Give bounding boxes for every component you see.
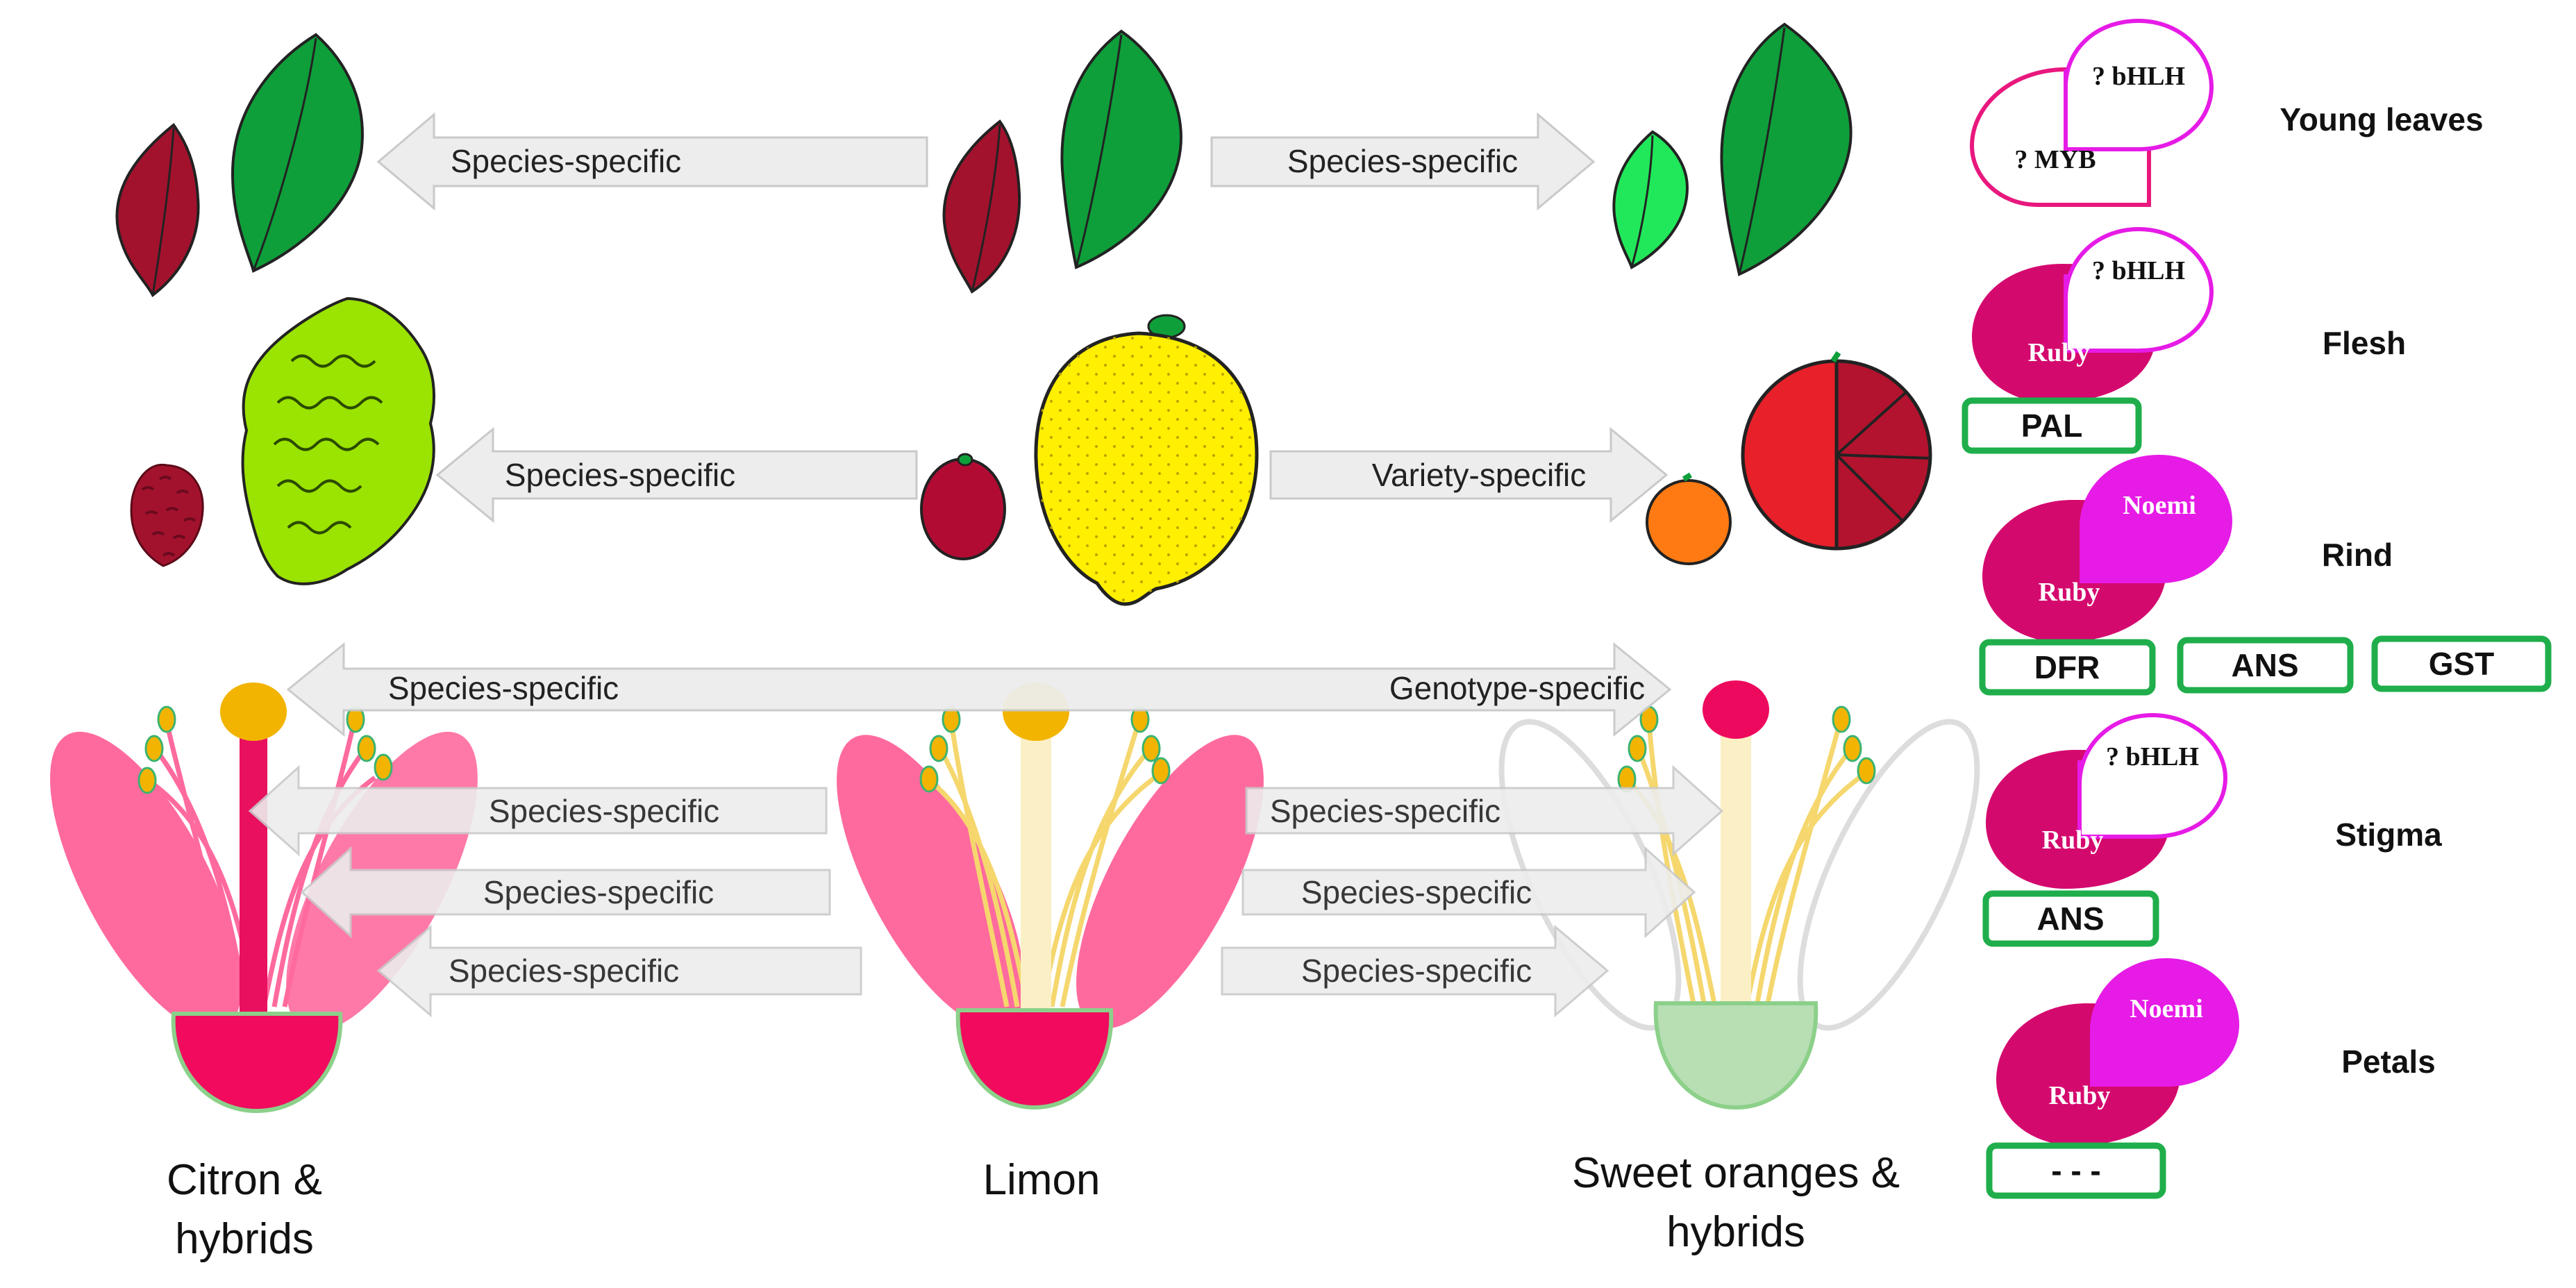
caption-limon: Limon [983, 1156, 1101, 1204]
petals-tissue: Petals [2341, 1044, 2436, 1080]
caption-citron-line2: hybrids [175, 1215, 314, 1263]
flesh-gene-pal: PAL [2021, 408, 2083, 444]
petals-tf-top: Noemi [2130, 994, 2203, 1023]
rind-tissue: Rind [2322, 537, 2393, 573]
petal-left-label: Species-specific [449, 953, 679, 989]
sweet-orange-flower [1498, 680, 1980, 1110]
stigma-tf-bottom: Ruby [2042, 826, 2104, 855]
caption-sweet-line1: Sweet oranges & [1572, 1149, 1900, 1197]
stamen-right-arrow: Species-specific [1245, 764, 1724, 857]
rind-gene-ans-box [2177, 637, 2354, 694]
young-leaves-tf-top: ? bHLH [2092, 62, 2185, 91]
fruit-right-arrow-label: Variety-specific [1372, 457, 1586, 493]
rind-gene-dfr: DFR [2034, 649, 2100, 685]
citron-green-leaf [231, 33, 364, 273]
panel-stigma: ? bHLH Ruby Stigma ANS [1982, 712, 2442, 947]
panel-young-leaves: ? bHLH ? MYB Young leaves [1969, 18, 2484, 207]
citron-small-red-fruit [130, 463, 204, 567]
petals-tf-bottom: Ruby [2049, 1081, 2111, 1110]
stigma-arrow: Species-specific Genotype-specific [286, 642, 1672, 737]
citron-fruit [241, 296, 435, 585]
flower-row: Species-specific Genotype-specific Speci… [50, 642, 1980, 1114]
fruit-left-arrow: Species-specific [435, 426, 918, 524]
young-leaves-tissue: Young leaves [2280, 101, 2483, 137]
style-left-arrow: Species-specific [300, 846, 831, 939]
leaves-left-arrow-label: Species-specific [451, 143, 681, 179]
limon-small-red-fruit [920, 453, 1006, 560]
fruit-right-arrow: Variety-specific [1269, 426, 1668, 524]
petal-right-label: Species-specific [1301, 953, 1532, 989]
rind-tf-bottom: Ruby [2039, 578, 2100, 607]
flesh-gene-pal-box [1962, 397, 2142, 454]
stigma-tissue: Stigma [2335, 817, 2442, 853]
leaves-row: Species-specific Species-specific [115, 22, 1852, 298]
stamen-right-label: Species-specific [1270, 793, 1500, 829]
rind-gene-gst-box [2371, 635, 2552, 692]
rind-gene-ans: ANS [2231, 647, 2298, 683]
fruit-left-arrow-label: Species-specific [505, 457, 735, 493]
rind-tf-top: Noemi [2123, 491, 2196, 520]
stamen-left-arrow: Species-specific [248, 764, 828, 857]
sweet-green-leaf [1720, 22, 1852, 276]
style-left-label: Species-specific [483, 874, 714, 910]
fruit-row: Species-specific Variety-specific [130, 296, 1932, 606]
stigma-left-label: Species-specific [388, 670, 619, 706]
citron-red-leaf [115, 123, 200, 298]
sweet-light-green-leaf [1612, 130, 1689, 269]
style-right-label: Species-specific [1301, 874, 1532, 910]
limon-red-leaf [942, 119, 1021, 294]
petal-right-arrow: Species-specific [1221, 924, 1609, 1018]
panel-petals: Noemi Ruby Petals - - - [1986, 958, 2436, 1199]
stigma-right-label: Genotype-specific [1389, 670, 1645, 706]
style-right-arrow: Species-specific [1241, 846, 1696, 939]
stamen-left-label: Species-specific [489, 793, 719, 829]
rind-gene-gst: GST [2429, 646, 2495, 682]
panel-flesh: ? bHLH Ruby Flesh PAL [1962, 226, 2406, 454]
petal-left-arrow: Species-specific [376, 924, 862, 1018]
limon-flower [837, 683, 1264, 1110]
leaves-right-arrow: Species-specific [1210, 112, 1596, 211]
flesh-tissue: Flesh [2323, 325, 2406, 361]
stigma-gene-ans-box [1982, 890, 2159, 947]
caption-citron-line1: Citron & [167, 1156, 322, 1204]
leaves-right-arrow-label: Species-specific [1287, 143, 1518, 179]
stigma-gene-ans: ANS [2036, 901, 2104, 937]
petals-gene-none-box [1986, 1142, 2166, 1199]
rind-gene-dfr-box [1979, 639, 2156, 696]
blood-orange-fruit [1741, 351, 1932, 551]
stigma-tf-top: ? bHLH [2106, 742, 2199, 771]
leaves-left-arrow: Species-specific [376, 112, 928, 211]
lemon-fruit [1034, 314, 1259, 606]
species-captions: Citron & hybrids Limon Sweet oranges & h… [167, 1149, 1900, 1263]
flesh-tf-bottom: Ruby [2028, 338, 2090, 367]
panel-rind: Noemi Ruby Rind DFR ANS GST [1979, 455, 2552, 696]
limon-green-leaf [1060, 29, 1182, 269]
flesh-tf-top: ? bHLH [2092, 256, 2185, 285]
young-leaves-tf-bottom: ? MYB [2014, 145, 2096, 174]
sweet-orange-fruit [1646, 472, 1732, 565]
regulation-panel: ? bHLH ? MYB Young leaves ? bHLH Ruby Fl… [1962, 18, 2552, 1199]
petals-gene-none: - - - [2051, 1153, 2101, 1189]
caption-sweet-line2: hybrids [1666, 1208, 1805, 1256]
